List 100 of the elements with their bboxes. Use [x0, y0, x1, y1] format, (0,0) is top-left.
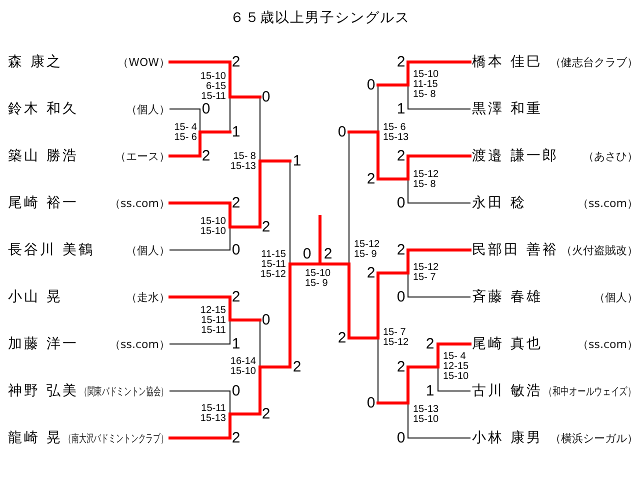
- team-name: （横浜シーガル）: [550, 430, 638, 446]
- score-number: 1: [232, 124, 240, 140]
- player-name: 長谷川 美鶴: [8, 241, 94, 259]
- game-score: 15- 7: [383, 328, 406, 338]
- team-name: （個人）: [126, 102, 170, 116]
- player-name: 黒澤 和重: [472, 100, 542, 118]
- score-number: 2: [366, 266, 376, 280]
- game-score: 11-15: [413, 80, 438, 90]
- team-name: （個人）: [594, 290, 638, 304]
- score-number: 2: [338, 330, 346, 346]
- team-name: （ss.com）: [578, 196, 638, 210]
- score-number: 2: [262, 406, 270, 422]
- score-number: 0: [302, 246, 312, 262]
- winner-line: [258, 160, 292, 228]
- game-score: 15- 9: [305, 279, 328, 289]
- score-number: 0: [366, 78, 376, 92]
- game-score: 15- 8: [413, 90, 436, 100]
- winner-line: [376, 248, 410, 274]
- winner-line: [168, 154, 202, 158]
- winner-line: [228, 296, 262, 322]
- game-score: 15-12: [260, 270, 286, 280]
- winner-line: [376, 60, 410, 86]
- game-score: 12-15: [443, 362, 469, 372]
- winner-line: [228, 202, 262, 228]
- winner-line: [406, 342, 440, 368]
- bracket-line: [170, 108, 200, 110]
- game-score: 15- 8: [413, 180, 436, 190]
- team-name: （関東バドミントン協会）: [80, 384, 168, 398]
- game-score: 15-11: [201, 326, 226, 336]
- score-number: 2: [426, 336, 434, 352]
- winner-line: [376, 366, 410, 404]
- winner-line: [406, 154, 472, 158]
- player-name: 神野 弘美: [8, 382, 78, 400]
- game-score: 15- 6: [383, 123, 406, 133]
- game-score: 15-10: [200, 72, 226, 82]
- game-score: 15- 6: [174, 133, 197, 143]
- game-score: 11-15: [261, 250, 286, 260]
- bracket-line: [408, 202, 470, 204]
- game-score: 15-13: [230, 162, 256, 172]
- bracket-line: [438, 390, 470, 392]
- game-score: 15- 8: [233, 152, 256, 162]
- game-score: 6-15: [206, 82, 226, 92]
- winner-line: [168, 202, 232, 204]
- game-score: 15-12: [383, 338, 409, 348]
- player-name: 橋本 佳巳: [472, 53, 542, 71]
- game-score: 15- 9: [354, 250, 377, 260]
- player-name: 龍崎 晃: [8, 429, 62, 447]
- bracket-line: [408, 296, 470, 298]
- game-score: 15-13: [383, 133, 409, 143]
- winner-line: [168, 296, 232, 298]
- game-score: 15-10: [200, 227, 226, 237]
- winner-line: [436, 342, 472, 346]
- game-score: 15-13: [200, 414, 226, 424]
- player-name: 小山 晃: [8, 288, 62, 306]
- score-number: 0: [338, 124, 346, 140]
- player-name: 渡邉 謙一郎: [472, 147, 558, 165]
- team-name: （WOW）: [118, 54, 170, 70]
- team-name: （和中オールウェイズ）: [544, 384, 636, 398]
- bracket-line: [408, 108, 470, 110]
- game-score: 15-10: [230, 367, 256, 377]
- game-score: 15-10: [413, 70, 439, 80]
- game-score: 15-11: [201, 92, 226, 102]
- bracket-title: ６５歳以上男子シングルス: [229, 9, 411, 27]
- game-score: 15- 7: [413, 273, 436, 283]
- score-number: 2: [396, 54, 406, 70]
- winner-line: [288, 262, 322, 368]
- score-number: 2: [232, 430, 240, 446]
- team-name: （南大沢バドミントンクラブ）: [64, 430, 168, 446]
- game-score: 15-11: [201, 316, 226, 326]
- player-name: 加藤 洋一: [8, 335, 78, 353]
- game-score: 15-13: [413, 405, 439, 415]
- game-score: 15-10: [200, 217, 226, 227]
- score-number: 2: [366, 172, 376, 186]
- team-name: （エース）: [115, 148, 170, 164]
- player-name: 古川 敏浩: [472, 382, 542, 400]
- team-name: （火付盗賊改）: [561, 242, 638, 258]
- score-number: 2: [324, 246, 332, 262]
- player-name: 小林 康男: [472, 429, 542, 447]
- game-score: 16-14: [230, 357, 256, 367]
- team-name: （個人）: [126, 242, 170, 258]
- game-score: 15-12: [354, 240, 380, 250]
- score-number: 2: [396, 242, 406, 258]
- score-number: 2: [262, 220, 270, 234]
- game-score: 15-10: [305, 269, 331, 279]
- bracket-line: [170, 390, 230, 392]
- game-score: 15-12: [413, 170, 439, 180]
- winner-line: [376, 154, 410, 180]
- winner-line: [406, 60, 472, 64]
- team-name: （ss.com）: [578, 336, 638, 352]
- score-number: 2: [232, 54, 240, 70]
- score-number: 1: [292, 154, 302, 168]
- score-number: 2: [232, 290, 240, 304]
- score-number: 2: [232, 196, 240, 210]
- winner-line: [198, 130, 232, 158]
- team-name: （ss.com）: [110, 196, 170, 210]
- winner-line: [406, 248, 472, 252]
- game-score: 15- 4: [443, 352, 466, 362]
- game-score: 15-11: [201, 404, 226, 414]
- player-name: 民部田 善裕: [472, 241, 558, 259]
- winner-line: [348, 272, 380, 340]
